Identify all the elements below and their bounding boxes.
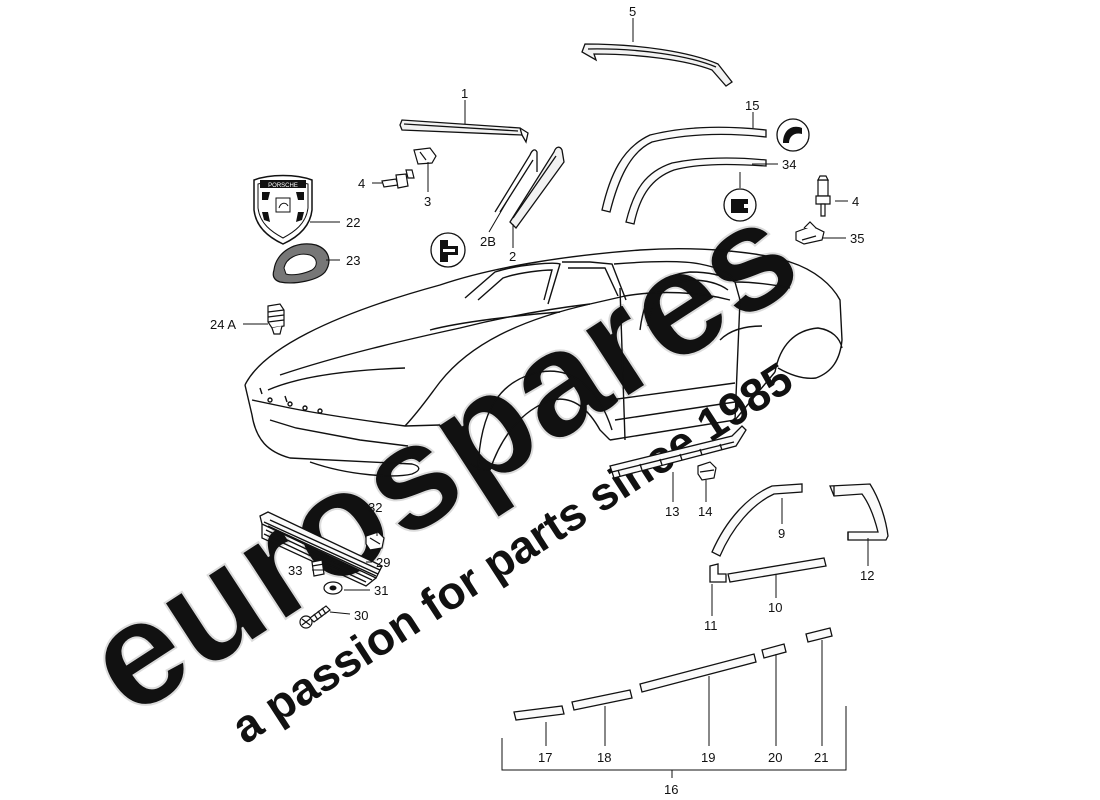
label-part-4-right: 4	[852, 194, 859, 209]
label-part-14: 14	[698, 504, 712, 519]
part-17-molding	[513, 705, 565, 721]
part-labels: 1 5 15 34 3 4 4 35 22 23 24 A 2B 2 13 14…	[210, 4, 874, 797]
label-part-19: 19	[701, 750, 715, 765]
part-12-trim	[829, 483, 889, 541]
part-5-windscreen-molding	[581, 43, 733, 87]
label-part-12: 12	[860, 568, 874, 583]
part-31-washer	[323, 581, 343, 595]
label-part-33: 33	[288, 563, 302, 578]
part-23-gasket	[272, 243, 330, 284]
label-part-35: 35	[850, 231, 864, 246]
part-14-clip	[697, 461, 717, 481]
label-part-4-left: 4	[358, 176, 365, 191]
car-body	[244, 248, 843, 477]
label-part-34: 34	[782, 157, 796, 172]
part-35-clip	[795, 221, 825, 245]
label-part-2b: 2B	[480, 234, 496, 249]
label-part-17: 17	[538, 750, 552, 765]
label-part-30: 30	[354, 608, 368, 623]
part-34-door-seal	[625, 157, 767, 225]
section-detail-15	[776, 118, 810, 152]
part-1-roof-molding	[399, 119, 529, 144]
part-11-corner-piece	[709, 563, 727, 583]
part-3-clip	[413, 147, 437, 165]
label-part-1: 1	[461, 86, 468, 101]
label-part-20: 20	[768, 750, 782, 765]
label-part-11: 11	[704, 618, 718, 633]
part-13-sill-trim	[609, 425, 747, 479]
label-part-22: 22	[346, 215, 360, 230]
label-part-5: 5	[629, 4, 636, 19]
part-30-screw	[299, 605, 331, 629]
leader-lines	[243, 18, 869, 778]
part-33-clip	[311, 559, 325, 577]
section-detail-2b	[430, 232, 466, 268]
label-part-21: 21	[814, 750, 828, 765]
part-9-trim	[711, 483, 803, 557]
label-part-24a: 24 A	[210, 317, 236, 332]
part-4-screw-right	[815, 175, 831, 217]
part-20-molding	[761, 643, 787, 659]
label-part-13: 13	[665, 504, 679, 519]
part-24a-clip	[267, 303, 285, 335]
part-32-clip	[365, 531, 385, 551]
molding-strips	[513, 627, 833, 721]
part-21-molding	[805, 627, 833, 643]
label-part-31: 31	[374, 583, 388, 598]
label-part-3: 3	[424, 194, 431, 209]
label-part-32: 32	[368, 500, 382, 515]
label-part-16: 16	[664, 782, 678, 797]
label-part-18: 18	[597, 750, 611, 765]
part-2-pillar-trim	[509, 146, 565, 229]
section-detail-34	[723, 188, 757, 222]
label-part-29: 29	[376, 555, 390, 570]
label-part-10: 10	[768, 600, 782, 615]
part-22-emblem: PORSCHE	[253, 174, 313, 245]
part-4-screw-left	[381, 169, 415, 189]
part-10-trim	[727, 557, 827, 583]
label-part-2: 2	[509, 249, 516, 264]
label-part-9: 9	[778, 526, 785, 541]
part-15-door-seal	[601, 126, 767, 213]
part-19-molding	[639, 653, 757, 693]
label-part-23: 23	[346, 253, 360, 268]
emblem-text: PORSCHE	[268, 183, 298, 189]
label-part-15: 15	[745, 98, 759, 113]
part-18-molding	[571, 689, 633, 711]
